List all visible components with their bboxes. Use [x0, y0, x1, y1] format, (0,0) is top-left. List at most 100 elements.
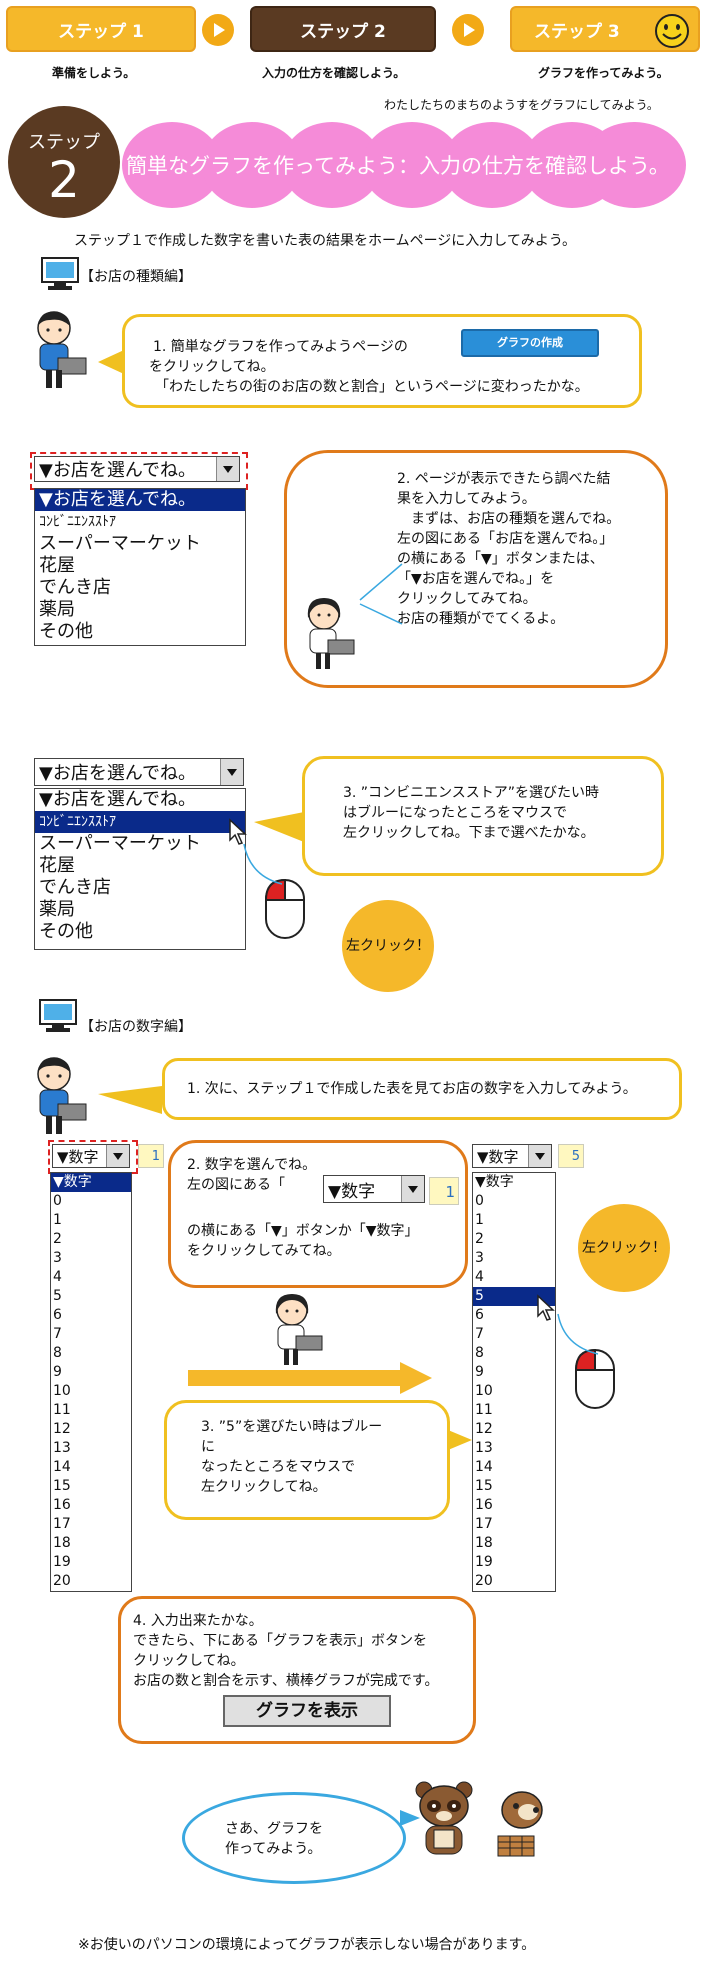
list-item[interactable]: ｺﾝﾋﾞﾆｴﾝｽｽﾄｱ	[35, 811, 245, 833]
list-item[interactable]: 15	[475, 1478, 493, 1494]
list-item[interactable]: 2	[475, 1231, 484, 1247]
list-item[interactable]: その他	[39, 621, 93, 642]
list-item[interactable]: 11	[475, 1402, 493, 1418]
bubble7-line: お店の数と割合を示す、横棒グラフが完成です。	[133, 1673, 439, 1689]
list-item[interactable]: 10	[475, 1383, 493, 1399]
list-item[interactable]: 12	[53, 1421, 71, 1437]
list-item[interactable]: 17	[53, 1516, 71, 1532]
list-item[interactable]: 10	[53, 1383, 71, 1399]
list-item[interactable]: 8	[475, 1345, 484, 1361]
num-listbox-left[interactable]: ▼数字 0 1 2 3 4 5 6 7 8 9 10 11 12 13 14 1…	[50, 1172, 132, 1592]
list-item[interactable]: 14	[475, 1459, 493, 1475]
list-item[interactable]: 薬局	[39, 899, 75, 920]
num-input-left[interactable]: 1	[138, 1144, 164, 1168]
list-item[interactable]: 15	[53, 1478, 71, 1494]
step-1-button[interactable]: ステップ 1	[6, 6, 196, 52]
dropdown-arrow-icon	[401, 1176, 424, 1202]
bubble5-line3: の横にある「▼」ボタンか「▼数字」	[187, 1223, 419, 1239]
list-item[interactable]: 18	[475, 1535, 493, 1551]
list-item[interactable]: 20	[53, 1573, 71, 1589]
num-select-right[interactable]: ▼数字	[472, 1144, 552, 1168]
bubble4-text: 1. 次に、ステップ１で作成した表を見てお店の数字を入力してみよう。	[187, 1081, 637, 1097]
dropdown-arrow-icon[interactable]	[216, 457, 239, 481]
computer-icon	[39, 999, 77, 1032]
list-item[interactable]: 7	[475, 1326, 484, 1342]
dropdown-arrow-icon[interactable]	[220, 759, 243, 785]
list-item[interactable]: でんき店	[39, 877, 111, 898]
list-item[interactable]: 0	[475, 1193, 484, 1209]
show-graph-label: グラフを表示	[256, 1701, 358, 1721]
bubble1-line2: をクリックしてね。	[149, 359, 275, 375]
list-item[interactable]: 20	[475, 1573, 493, 1589]
list-item[interactable]: 0	[53, 1193, 62, 1209]
show-graph-button[interactable]: グラフを表示	[223, 1695, 391, 1727]
list-item[interactable]: ▼数字	[475, 1174, 514, 1190]
mouse-icon	[574, 1348, 615, 1409]
left-click-badge-2: 左クリック！	[578, 1204, 670, 1292]
tanuki-icon	[415, 1781, 473, 1855]
list-item[interactable]: 4	[475, 1269, 484, 1285]
step-3-button[interactable]: ステップ 3	[510, 6, 700, 52]
list-item[interactable]: スーパーマーケット	[39, 833, 201, 854]
dropdown-arrow-icon[interactable]	[106, 1145, 129, 1167]
dropdown-arrow-icon[interactable]	[528, 1145, 551, 1167]
graph-create-button[interactable]: グラフの作成	[461, 329, 599, 357]
list-item[interactable]: 14	[53, 1459, 71, 1475]
instruction-bubble-8: さあ、グラフを 作ってみよう。	[182, 1792, 406, 1884]
instruction-bubble-6: 3. ”5”を選びたい時はブルー に なったところをマウスで 左クリックしてね。	[164, 1400, 450, 1520]
list-item[interactable]: 花屋	[39, 855, 75, 876]
list-item[interactable]: 5	[473, 1287, 555, 1306]
list-item[interactable]: 19	[475, 1554, 493, 1570]
bubble2-line: まずは、お店の種類を選んでね。	[397, 511, 621, 527]
list-item[interactable]: 13	[53, 1440, 71, 1456]
left-click-text: 左クリック！	[346, 938, 430, 954]
list-item[interactable]: 花屋	[39, 555, 75, 576]
shop-listbox-2[interactable]: ▼お店を選んでね。 ｺﾝﾋﾞﾆｴﾝｽｽﾄｱ スーパーマーケット 花屋 でんき店 …	[34, 788, 246, 950]
list-item[interactable]: ▼数字	[51, 1173, 131, 1192]
list-item[interactable]: 8	[53, 1345, 62, 1361]
list-item[interactable]: 18	[53, 1535, 71, 1551]
list-item[interactable]: 6	[475, 1307, 484, 1323]
list-item[interactable]: 7	[53, 1326, 62, 1342]
bubble2-line: 左の図にある「お店を選んでね。」	[397, 531, 614, 547]
list-item[interactable]: でんき店	[39, 577, 111, 598]
list-item[interactable]: ▼お店を選んでね。	[39, 789, 196, 810]
num-input-right[interactable]: 5	[558, 1144, 584, 1168]
boy-at-computer-icon	[37, 1057, 87, 1134]
shop-listbox-1[interactable]: ▼お店を選んでね。 ｺﾝﾋﾞﾆｴﾝｽｽﾄｱ スーパーマーケット 花屋 でんき店 …	[34, 488, 246, 646]
cursor-icon	[537, 1294, 555, 1321]
list-item[interactable]: 2	[53, 1231, 62, 1247]
step-3-label: ステップ 3	[534, 21, 620, 42]
shop-select-1[interactable]: ▼お店を選んでね。	[34, 456, 240, 482]
list-item[interactable]: 1	[475, 1212, 484, 1228]
list-item[interactable]: 9	[475, 1364, 484, 1380]
list-item[interactable]: 16	[53, 1497, 71, 1513]
list-item[interactable]: 4	[53, 1269, 62, 1285]
step-2-button[interactable]: ステップ 2	[250, 6, 436, 52]
list-item[interactable]: スーパーマーケット	[39, 533, 201, 554]
list-item[interactable]: 12	[475, 1421, 493, 1437]
list-item[interactable]: 1	[53, 1212, 62, 1228]
num-select-left[interactable]: ▼数字	[52, 1144, 130, 1168]
list-item[interactable]: ｺﾝﾋﾞﾆｴﾝｽｽﾄｱ	[39, 514, 116, 530]
bubble3-line: はブルーになったところをマウスで	[343, 805, 567, 821]
graph-create-label: グラフの作成	[497, 336, 563, 349]
list-item[interactable]: 薬局	[39, 599, 75, 620]
list-item[interactable]: ▼お店を選んでね。	[35, 489, 245, 511]
list-item[interactable]: その他	[39, 921, 93, 942]
list-item[interactable]: 3	[53, 1250, 62, 1266]
list-item[interactable]: 9	[53, 1364, 62, 1380]
list-item[interactable]: 17	[475, 1516, 493, 1532]
list-item[interactable]: 5	[53, 1288, 62, 1304]
num-input-right-value: 5	[571, 1149, 580, 1164]
list-item[interactable]: 13	[475, 1440, 493, 1456]
num-listbox-right[interactable]: ▼数字 0 1 2 3 4 5 6 7 8 9 10 11 12 13 14 1…	[472, 1172, 556, 1592]
shop-select-2[interactable]: ▼お店を選んでね。	[34, 758, 244, 786]
list-item[interactable]: 19	[53, 1554, 71, 1570]
big-arrow-icon	[188, 1362, 432, 1394]
list-item[interactable]: 6	[53, 1307, 62, 1323]
list-item[interactable]: 3	[475, 1250, 484, 1266]
bubble3-line: 左クリックしてね。下まで選べたかな。	[343, 825, 595, 841]
list-item[interactable]: 11	[53, 1402, 71, 1418]
list-item[interactable]: 16	[475, 1497, 493, 1513]
